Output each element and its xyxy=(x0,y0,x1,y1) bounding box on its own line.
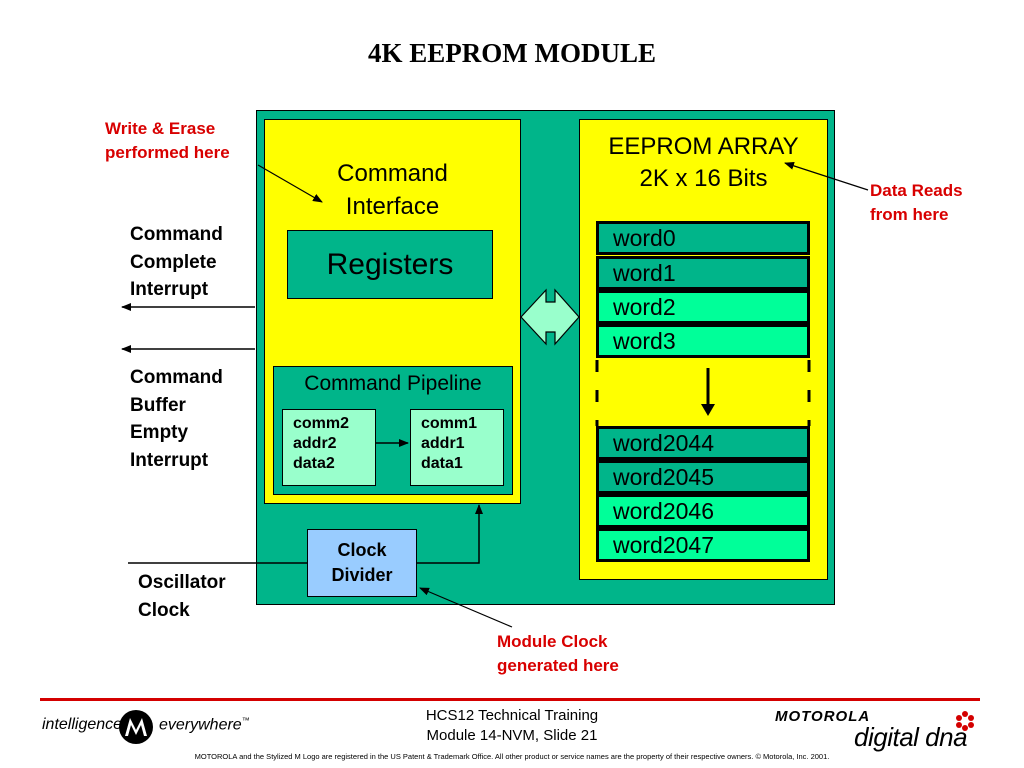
label-line: Complete xyxy=(130,251,217,273)
tagline-everywhere: everywhere™ xyxy=(159,716,250,734)
stage1-addr: addr1 xyxy=(421,435,465,452)
callout-line: from here xyxy=(870,205,949,224)
footer-course: HCS12 Technical Training xyxy=(425,707,599,724)
clock-to-pipeline-arrow xyxy=(417,504,483,564)
tagline-tm: ™ xyxy=(241,716,250,725)
stage2-comm: comm2 xyxy=(293,415,350,432)
slide-title: 4K EEPROM MODULE xyxy=(368,38,656,68)
command-pipeline-title: Command Pipeline xyxy=(304,372,482,395)
tagline-intelligence: intelligence xyxy=(42,716,123,733)
label-line: Command xyxy=(130,224,223,245)
clock-divider-line1: Clock xyxy=(337,540,387,560)
motorola-logo-icon xyxy=(119,710,153,744)
word-row: word2046 xyxy=(596,494,810,528)
pipeline-stage-2: comm2 addr2 data2 xyxy=(282,409,376,486)
word-row: word2045 xyxy=(596,460,810,494)
stage2-addr: addr2 xyxy=(293,435,337,452)
callout-line: Data Reads xyxy=(870,181,963,200)
label-line: Command xyxy=(130,367,223,388)
legal-notice: MOTOROLA and the Stylized M Logo are reg… xyxy=(194,752,830,761)
data-reads-callout: Data Reads from here xyxy=(870,179,963,227)
footer-slide: Module 14-NVM, Slide 21 xyxy=(426,727,598,744)
array-continuation-arrowhead xyxy=(701,404,715,416)
label-line: Interrupt xyxy=(130,449,209,471)
eeprom-array-title-line1: EEPROM ARRAY xyxy=(608,133,799,160)
pipeline-stage-1: comm1 addr1 data1 xyxy=(410,409,504,486)
bidirectional-data-arrow xyxy=(520,288,580,346)
clock-divider-line2: Divider xyxy=(331,565,393,585)
command-complete-interrupt-label: Command Complete Interrupt xyxy=(130,221,223,304)
command-interface-title-line1: Command xyxy=(337,160,448,187)
write-erase-callout: Write & Erase performed here xyxy=(105,117,230,165)
module-clock-pointer xyxy=(419,587,513,628)
eeprom-array-title: EEPROM ARRAY 2K x 16 Bits xyxy=(579,131,828,195)
oscillator-clock-label: Oscillator Clock xyxy=(138,569,226,624)
tagline-everywhere-text: everywhere xyxy=(159,716,242,734)
write-erase-pointer xyxy=(257,164,323,203)
label-line: Empty xyxy=(130,422,189,443)
command-interface-title: Command Interface xyxy=(264,157,521,223)
word-row: word2047 xyxy=(596,528,810,562)
module-clock-callout: Module Clock generated here xyxy=(497,630,619,678)
label-line: Buffer xyxy=(130,394,186,416)
callout-line: generated here xyxy=(497,656,619,675)
clock-divider-box: Clock Divider xyxy=(307,529,417,597)
callout-line: Module Clock xyxy=(497,632,608,651)
registers-box: Registers xyxy=(287,230,493,299)
data-reads-pointer xyxy=(784,161,869,191)
footer-divider xyxy=(40,698,980,701)
digital-dna-wordmark: digital dna xyxy=(854,722,968,752)
eeprom-array-title-line2: 2K x 16 Bits xyxy=(639,165,768,192)
label-line: Clock xyxy=(138,599,190,621)
digital-dna-logo-icon xyxy=(956,711,974,731)
word-row: word0 xyxy=(596,221,810,255)
callout-line: Write & Erase xyxy=(105,119,216,138)
label-line: Oscillator xyxy=(138,572,226,593)
stage2-data: data2 xyxy=(293,455,335,472)
word-row: word3 xyxy=(596,324,810,358)
footer-course-info: HCS12 Technical Training Module 14-NVM, … xyxy=(362,706,662,746)
word-row: word2 xyxy=(596,290,810,324)
command-interface-title-line2: Interface xyxy=(345,193,440,220)
word-row: word1 xyxy=(596,256,810,290)
command-buffer-empty-interrupt-label: Command Buffer Empty Interrupt xyxy=(130,364,223,474)
stage1-comm: comm1 xyxy=(421,415,478,432)
callout-line: performed here xyxy=(105,143,230,162)
label-line: Interrupt xyxy=(130,279,209,300)
motorola-wordmark: MOTOROLA xyxy=(775,708,871,725)
word-row: word2044 xyxy=(596,426,810,460)
stage1-data: data1 xyxy=(421,455,463,472)
